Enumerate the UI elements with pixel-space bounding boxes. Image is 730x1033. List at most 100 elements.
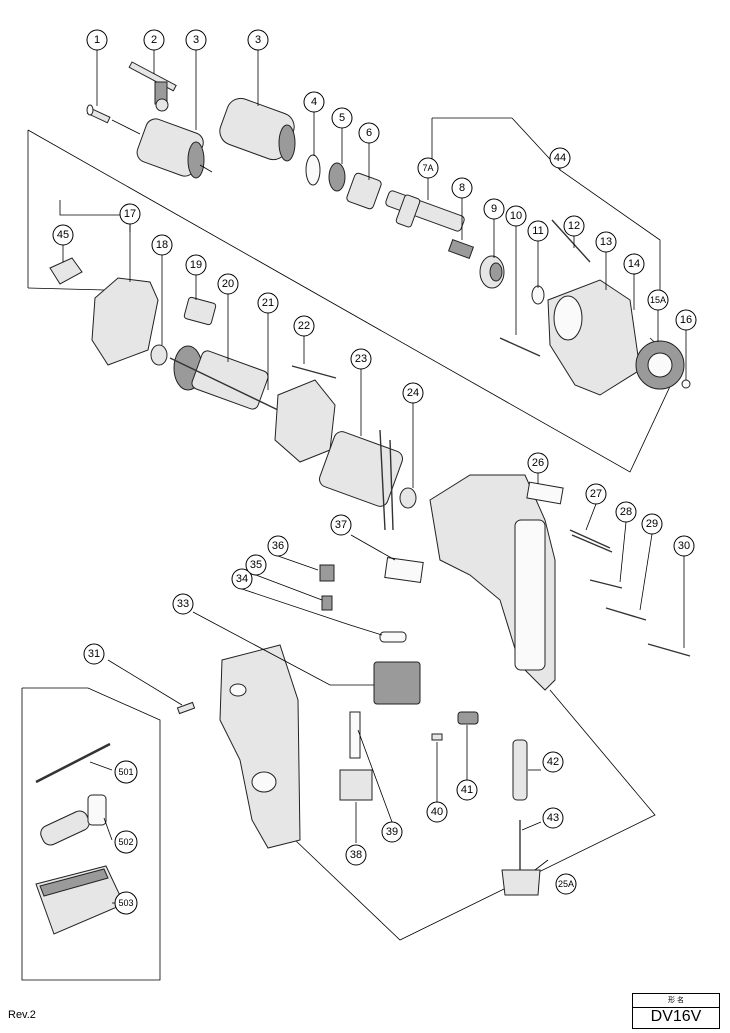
svg-text:21: 21 (262, 297, 274, 309)
part-21-baffle (274, 379, 336, 463)
callout-503: 503 (114, 891, 138, 915)
svg-text:15A: 15A (650, 295, 666, 305)
callout-42: 42 (542, 751, 564, 773)
svg-text:30: 30 (678, 540, 690, 552)
part-16-ball (681, 379, 691, 389)
svg-text:26: 26 (532, 457, 544, 469)
part-38-filter (339, 769, 373, 801)
part-45-plate (49, 257, 83, 285)
part-42-cord-armor (512, 739, 528, 801)
part-9-bearing (479, 255, 505, 289)
svg-text:33: 33 (177, 598, 189, 610)
svg-text:40: 40 (431, 806, 443, 818)
callout-31: 31 (83, 643, 105, 665)
callout-8: 8 (451, 177, 473, 199)
part-37-label (384, 557, 424, 583)
callout-3a: 3 (185, 29, 207, 51)
svg-text:18: 18 (156, 239, 168, 251)
callout-13: 13 (595, 231, 617, 253)
svg-text:11: 11 (532, 225, 543, 237)
svg-text:38: 38 (350, 849, 362, 861)
part-15a-gear (635, 340, 685, 390)
handle-housing (219, 644, 301, 849)
callout-33: 33 (172, 593, 194, 615)
callout-12: 12 (563, 215, 585, 237)
callout-39: 39 (381, 821, 403, 843)
svg-text:16: 16 (680, 314, 692, 326)
callout-27: 27 (585, 483, 607, 505)
svg-text:29: 29 (646, 518, 658, 530)
part-7a-spindle (385, 190, 465, 232)
main-housing (429, 474, 556, 691)
part-17-housing (91, 277, 159, 366)
part-25a-plug (501, 869, 541, 896)
part-503-carry-case (35, 865, 125, 935)
callout-37: 37 (330, 514, 352, 536)
svg-text:14: 14 (628, 258, 640, 270)
svg-text:17: 17 (124, 208, 136, 220)
part-41-clip (457, 711, 479, 725)
revision-label: Rev.2 (8, 1009, 36, 1021)
part-2-chuck-key (128, 61, 177, 112)
callout-35: 35 (245, 554, 267, 576)
svg-text:10: 10 (510, 210, 522, 222)
part-29-wire (605, 607, 647, 621)
callout-7a: 7A (417, 157, 439, 179)
callout-502: 502 (114, 830, 138, 854)
callout-9: 9 (483, 198, 505, 220)
group-frame-44 (511, 117, 661, 290)
callout-30: 30 (673, 535, 695, 557)
svg-text:25A: 25A (558, 879, 574, 889)
part-18-bearing (150, 344, 168, 366)
callout-20: 20 (217, 273, 239, 295)
svg-text:24: 24 (407, 387, 419, 399)
part-19-holder (183, 296, 217, 326)
callout-16: 16 (675, 309, 697, 331)
svg-text:8: 8 (459, 182, 465, 194)
svg-text:1: 1 (94, 34, 100, 46)
part-26-label (526, 481, 564, 505)
svg-text:9: 9 (491, 203, 497, 215)
callout-15a: 15A (647, 289, 669, 311)
svg-text:4: 4 (311, 96, 317, 108)
callout-6: 6 (358, 122, 380, 144)
svg-text:3: 3 (255, 34, 261, 46)
part-3-keyed-chuck (136, 118, 213, 179)
svg-text:502: 502 (118, 837, 133, 847)
group-frame-motor-left2 (27, 287, 106, 291)
svg-text:41: 41 (461, 784, 473, 796)
svg-text:6: 6 (366, 127, 372, 139)
svg-text:3: 3 (193, 34, 199, 46)
part-30-wire (647, 643, 691, 657)
model-name: DV16V (650, 1008, 702, 1025)
callout-3b: 3 (247, 29, 269, 51)
callout-22: 22 (293, 315, 315, 337)
part-33-switch (373, 661, 421, 705)
part-11-ring (531, 285, 545, 305)
callout-1: 1 (86, 29, 108, 51)
callout-2: 2 (143, 29, 165, 51)
svg-text:45: 45 (57, 229, 69, 241)
svg-text:501: 501 (118, 767, 133, 777)
svg-text:31: 31 (88, 648, 100, 660)
callout-23: 23 (350, 348, 372, 370)
svg-text:44: 44 (554, 152, 566, 164)
part-40-screw (431, 733, 443, 741)
part-1-screw (86, 104, 141, 135)
part-12-screw (551, 219, 591, 263)
svg-text:28: 28 (620, 506, 632, 518)
svg-text:43: 43 (547, 812, 559, 824)
svg-text:13: 13 (600, 236, 612, 248)
callout-34: 34 (231, 568, 253, 590)
part-24-bearing (399, 487, 417, 509)
callout-25a: 25A (555, 873, 577, 895)
part-8-spring (447, 238, 475, 260)
svg-text:37: 37 (335, 519, 347, 531)
part-502-side-handle (40, 794, 107, 846)
callout-28: 28 (615, 501, 637, 523)
callout-29: 29 (641, 513, 663, 535)
part-5-washer (328, 162, 346, 192)
callout-36: 36 (267, 535, 289, 557)
callout-24: 24 (402, 382, 424, 404)
part-13-gear-cover (547, 279, 641, 396)
